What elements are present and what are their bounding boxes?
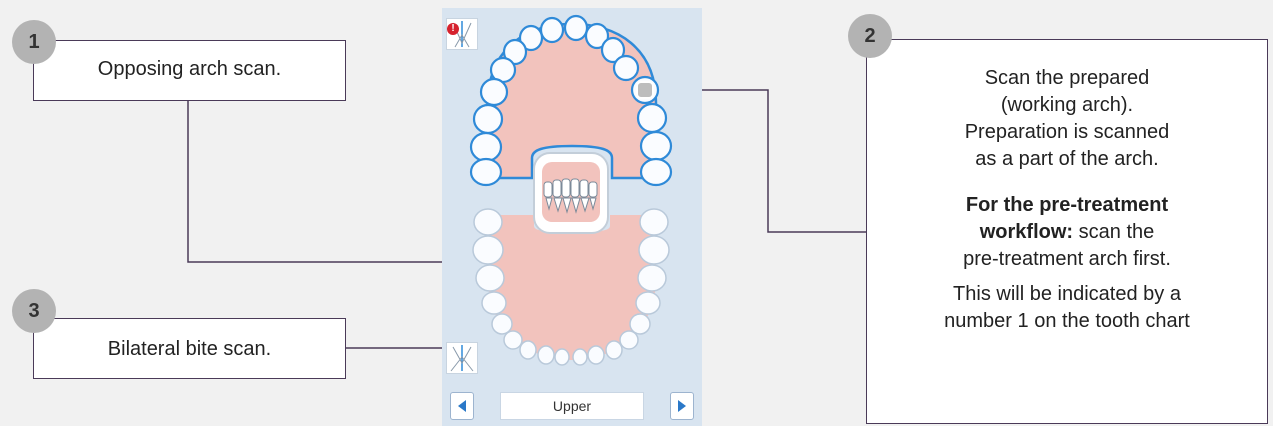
- leader-line-prepared: [675, 90, 866, 232]
- arch-selector[interactable]: Upper: [500, 392, 644, 420]
- bite-mini-icon[interactable]: [446, 342, 478, 374]
- prepared-line-7: pre-treatment arch first.: [866, 246, 1268, 273]
- arch-navigation: Upper: [442, 384, 702, 426]
- previous-arch-button[interactable]: [450, 392, 474, 420]
- callout-bite-text: Bilateral bite scan.: [33, 338, 346, 361]
- prepared-tooth[interactable]: [637, 82, 653, 98]
- prepared-line-9: number 1 on the tooth chart: [866, 308, 1268, 335]
- tooth-chart: [442, 8, 702, 384]
- prepared-after-bold: scan the: [1073, 221, 1154, 243]
- exclamation-icon: !: [447, 23, 459, 35]
- opposing-arch-mini-icon[interactable]: !: [446, 18, 478, 50]
- prepared-line-8: This will be indicated by a: [866, 281, 1268, 308]
- triangle-right-icon: [678, 400, 686, 412]
- prepared-line-3: Preparation is scanned: [866, 119, 1268, 146]
- prepared-line-2: (working arch).: [866, 92, 1268, 119]
- prepared-bold-2: workflow:: [980, 221, 1073, 243]
- callout-number-2: 2: [848, 14, 892, 58]
- bite-chart-icon: [447, 343, 477, 373]
- callout-prepared-text: Scan the prepared (working arch). Prepar…: [866, 65, 1268, 335]
- callout-number-3: 3: [12, 289, 56, 333]
- tooth-chart-panel: ! Upper: [442, 8, 702, 426]
- next-arch-button[interactable]: [670, 392, 694, 420]
- prepared-bold-1: For the pre-treatment: [966, 194, 1168, 216]
- prepared-line-4: as a part of the arch.: [866, 146, 1268, 173]
- triangle-left-icon: [458, 400, 466, 412]
- leader-line-opposing: [188, 101, 478, 262]
- callout-opposing-text: Opposing arch scan.: [33, 58, 346, 81]
- prepared-line-1: Scan the prepared: [866, 65, 1268, 92]
